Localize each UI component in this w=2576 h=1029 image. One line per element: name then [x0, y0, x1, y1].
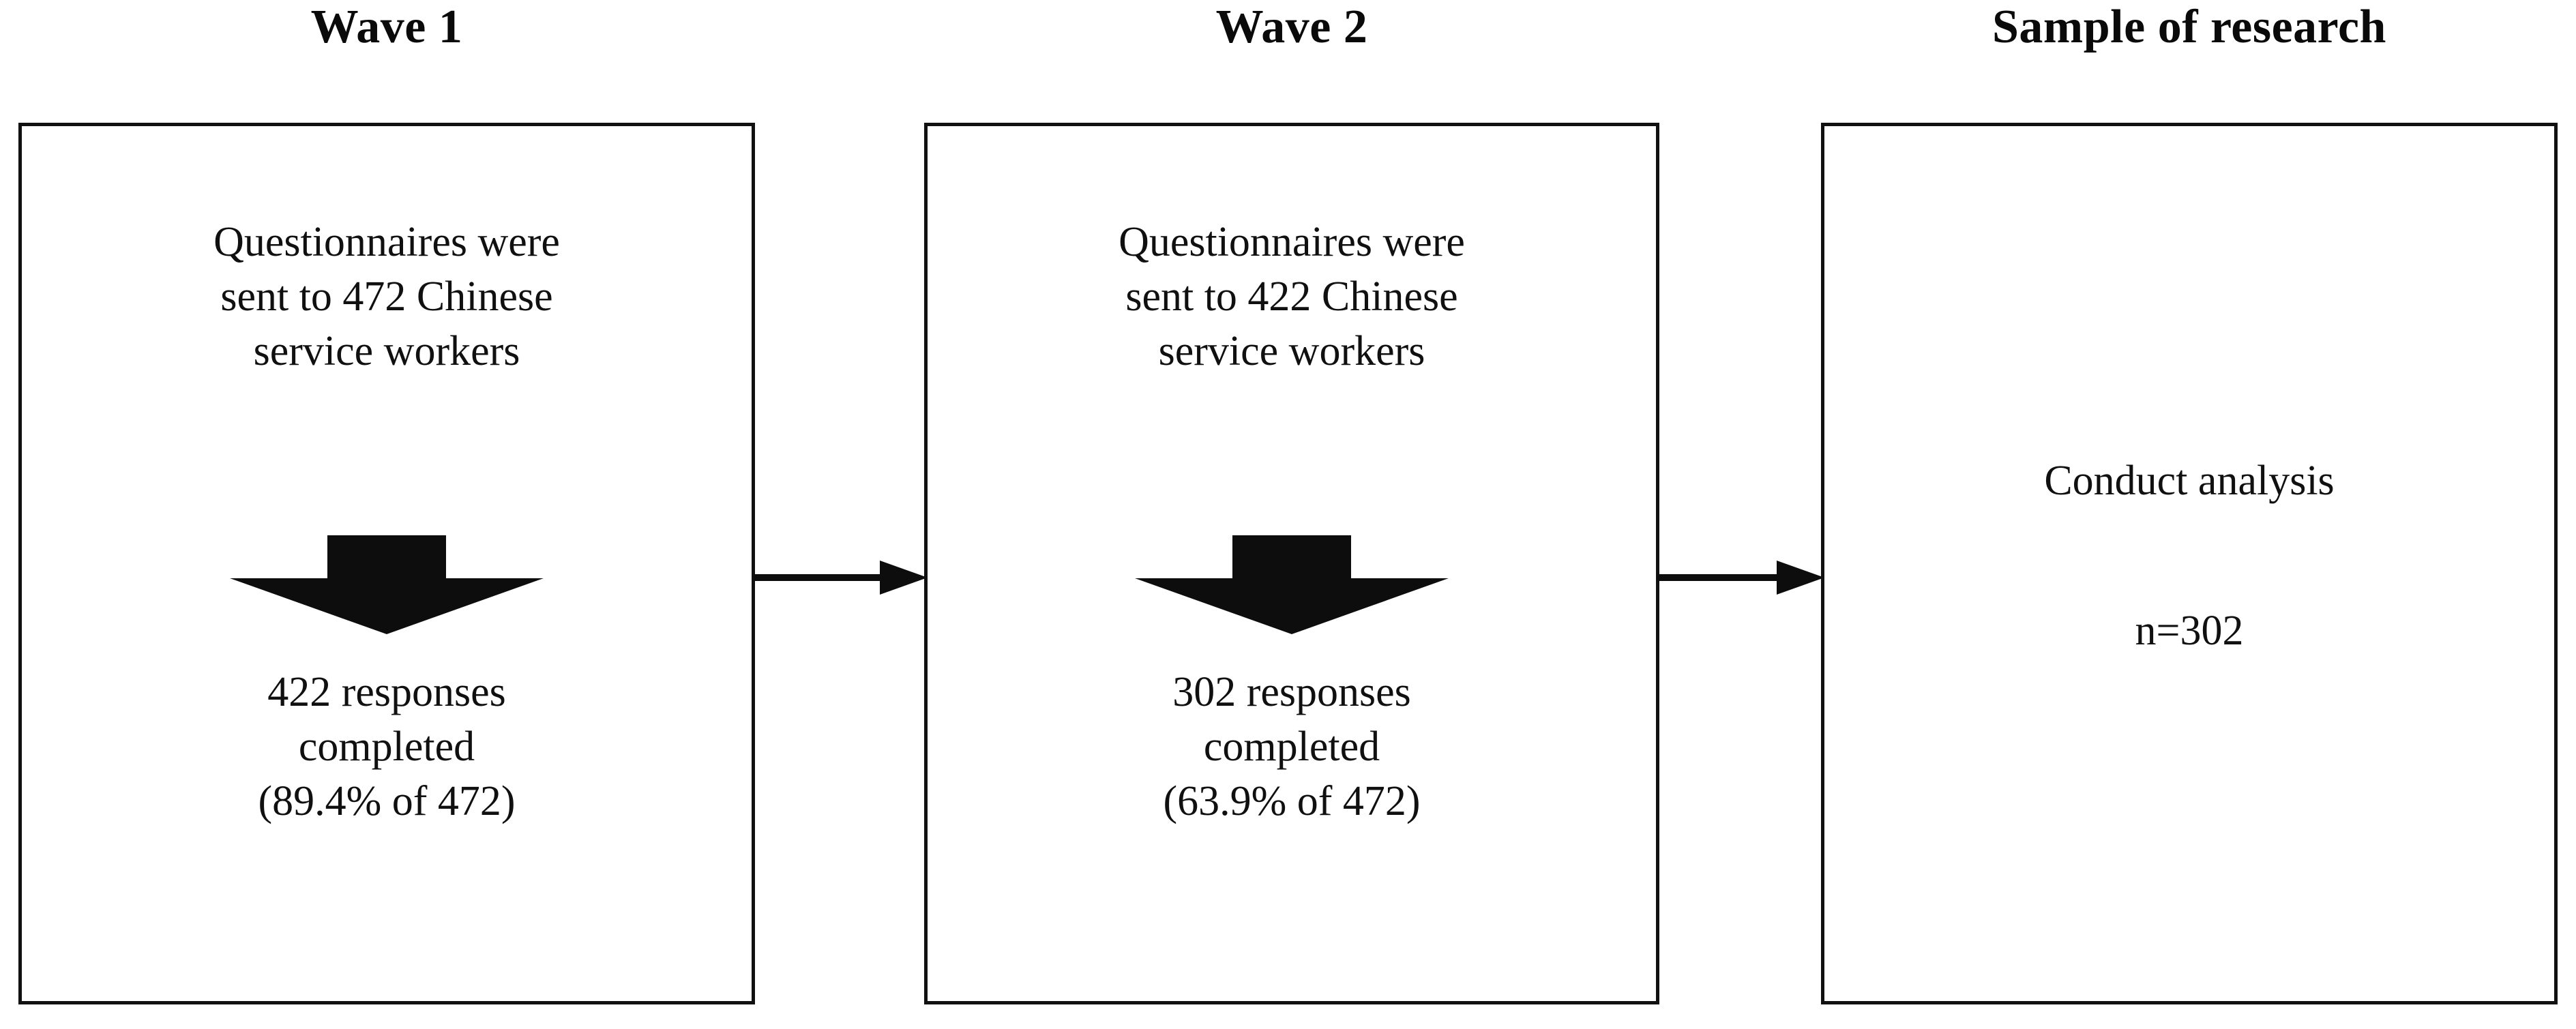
conduct-analysis-text: Conduct analysis [2044, 458, 2335, 504]
column-title-wave-2: Wave 2 [1215, 1, 1368, 53]
connector-arrow-wave2-to-sample [1657, 554, 1824, 601]
flow-box-wave-1: Questionnaires were sent to 472 Chinese … [18, 123, 755, 1004]
connector-arrow-wave1-to-wave2 [754, 554, 928, 601]
flow-box-wave-2-inner: Questionnaires were sent to 422 Chinese … [928, 126, 1656, 1001]
down-block-arrow-icon-wave-1 [230, 535, 544, 634]
wave-2-responses-text: 302 responses completed (63.9% of 472) [1163, 669, 1421, 824]
flow-box-wave-1-inner: Questionnaires were sent to 472 Chinese … [22, 126, 752, 1001]
flow-box-sample-of-research: Conduct analysis n=302 [1821, 123, 2558, 1004]
flow-box-sample-of-research-inner: Conduct analysis n=302 [1824, 126, 2554, 1001]
wave-1-responses-text: 422 responses completed (89.4% of 472) [258, 669, 516, 824]
flow-box-wave-2: Questionnaires were sent to 422 Chinese … [924, 123, 1659, 1004]
down-block-arrow-icon-wave-2 [1135, 535, 1449, 634]
wave-1-sent-text: Questionnaires were sent to 472 Chinese … [213, 219, 560, 374]
wave-2-sent-text: Questionnaires were sent to 422 Chinese … [1119, 219, 1465, 374]
column-title-sample-of-research: Sample of research [1992, 1, 2386, 53]
sample-size-text: n=302 [2135, 608, 2244, 654]
column-title-wave-1: Wave 1 [310, 1, 463, 53]
